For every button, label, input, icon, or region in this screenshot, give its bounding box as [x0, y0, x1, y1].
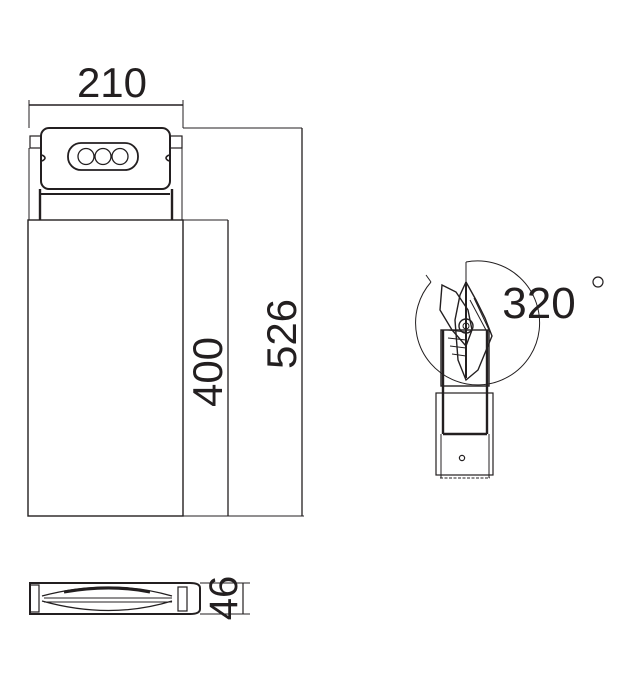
head-blade-left — [439, 283, 473, 348]
head-housing — [40, 127, 171, 190]
led-1-icon — [77, 147, 95, 166]
bottom-left-cap — [29, 584, 40, 613]
head-fins — [447, 297, 491, 357]
fixture-head — [28, 127, 183, 220]
bottom-view — [29, 582, 250, 615]
front-view — [27, 100, 304, 517]
fixture-body — [27, 219, 184, 517]
led-3-icon — [111, 147, 129, 166]
lens-inner — [63, 586, 151, 594]
degree-symbol-icon — [592, 276, 604, 288]
pivot-icon — [458, 318, 474, 334]
head-blade-right — [454, 280, 493, 382]
lens-lower-curve — [41, 600, 173, 612]
rotation-label: 320 — [502, 279, 575, 328]
depth-label: 46 — [202, 576, 246, 621]
body-height-label: 400 — [184, 337, 231, 407]
left-pivot-cap — [29, 135, 42, 149]
mount-hole-icon — [458, 454, 466, 462]
bottom-right-cap — [177, 586, 188, 612]
led-2-icon — [94, 147, 112, 166]
pivot-center-icon — [462, 322, 470, 330]
mount-plate — [435, 392, 494, 476]
side-view — [415, 260, 604, 479]
bottom-housing — [29, 582, 201, 615]
led-window — [67, 142, 139, 171]
right-pivot-cap — [169, 135, 183, 149]
overall-height-label: 526 — [258, 299, 305, 369]
right-pivot-notch — [165, 154, 170, 162]
width-label: 210 — [77, 59, 147, 106]
rotation-arc — [415, 260, 541, 386]
left-pivot-notch — [41, 154, 46, 162]
rotation-arc-end-left — [425, 274, 432, 283]
